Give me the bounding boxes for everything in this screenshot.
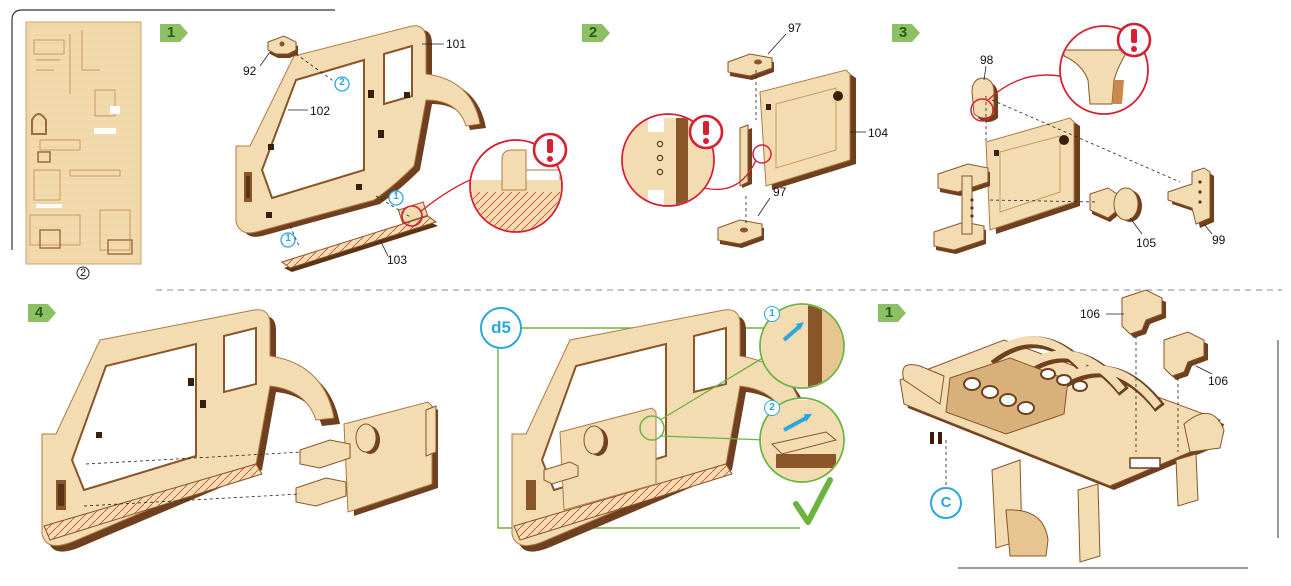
part-99 [1167, 167, 1214, 228]
step2-illustration [621, 33, 866, 248]
d5-badge-circle [480, 307, 522, 349]
warning-icon-step1 [532, 132, 568, 168]
step1-illustration [235, 25, 568, 272]
part-label-97-bottom: 97 [773, 185, 787, 199]
sheet-number-circle [76, 266, 90, 280]
part-label-106-top: 106 [1080, 307, 1101, 321]
part-label-105: 105 [1136, 236, 1157, 250]
part-label-103: 103 [387, 253, 408, 267]
part-label-102: 102 [310, 104, 331, 118]
marker-2-circle [334, 76, 350, 92]
step4-illustration [41, 309, 438, 552]
marker-1a-label: 1 [285, 233, 291, 244]
part-97-top [727, 53, 774, 80]
d5-badge-label: d5 [491, 318, 511, 337]
step3-illustration [933, 22, 1214, 254]
part-106-top [1121, 289, 1166, 338]
d5-marker-2: 2 [764, 400, 780, 416]
step-badge-shapes [28, 24, 920, 322]
sheet-number-label: 2 [80, 267, 87, 279]
part-106-right [1163, 331, 1208, 380]
d5-marker-1: 1 [764, 306, 780, 322]
part-label-99: 99 [1212, 233, 1226, 247]
checkmark-icon [793, 477, 833, 525]
step-number-3: 3 [898, 24, 908, 41]
part-92 [267, 35, 298, 58]
page-bracket-line [11, 9, 335, 250]
part-label-101: 101 [446, 37, 467, 51]
step-number-2: 2 [588, 24, 598, 41]
step-number-1: 1 [166, 24, 176, 41]
marker-1b-circle [388, 190, 404, 206]
part-label-92: 92 [243, 64, 257, 78]
engine-illustration [899, 289, 1279, 569]
d5-illustration [480, 303, 845, 552]
marker-2-label: 2 [339, 77, 345, 88]
part-label-98: 98 [980, 53, 994, 67]
part-103 [280, 201, 438, 272]
c-badge-label: C [940, 494, 952, 511]
plywood-sheet-thumbnail [25, 21, 142, 265]
part-105 [1089, 187, 1142, 222]
warning-icon-step2 [688, 114, 724, 150]
step-number-engine: 1 [884, 304, 894, 321]
step-number-4: 4 [34, 304, 44, 321]
c-badge-circle [930, 487, 962, 519]
part-label-97-top: 97 [788, 21, 802, 35]
marker-1a-circle [280, 232, 296, 248]
part-97-bottom [717, 219, 764, 248]
part-label-106-right: 106 [1208, 374, 1229, 388]
marker-1b-label: 1 [393, 191, 399, 202]
warning-icon-step3 [1116, 22, 1152, 58]
part-label-104: 104 [868, 126, 889, 140]
